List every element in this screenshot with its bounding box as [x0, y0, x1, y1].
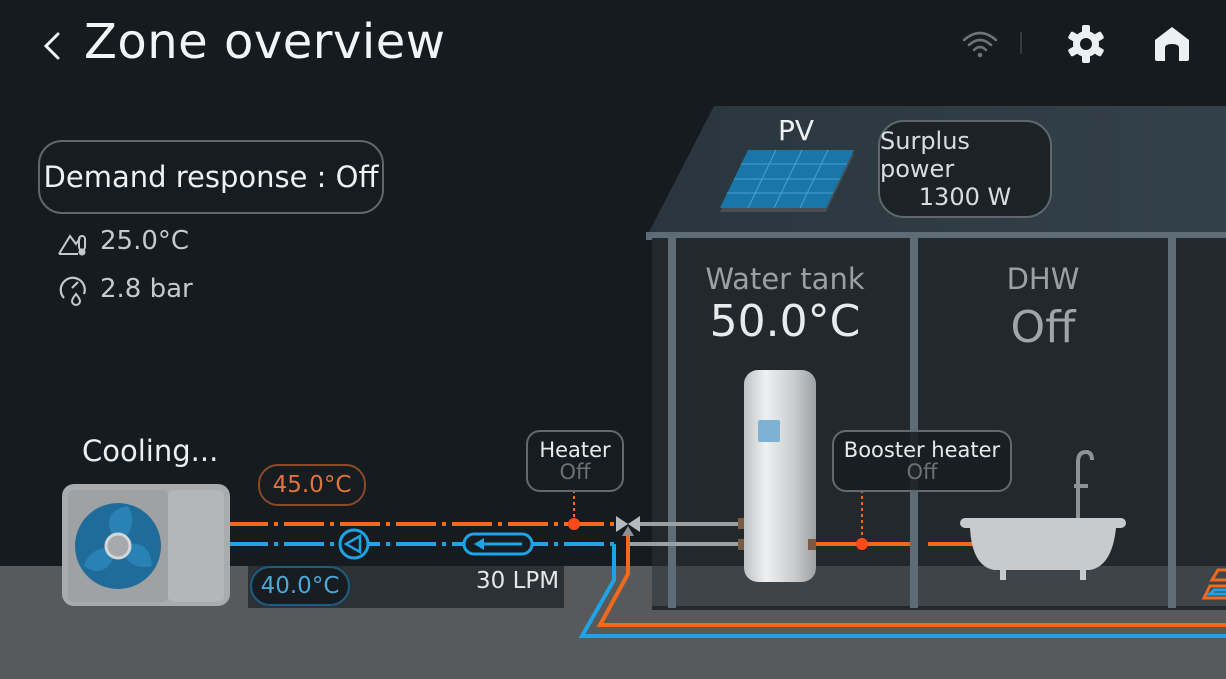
pump-icon	[338, 528, 370, 560]
demand-response-button[interactable]: Demand response : Off	[38, 140, 384, 214]
surplus-power-value: 1300 W	[918, 183, 1012, 211]
flow-rate: 30 LPM	[476, 568, 560, 594]
water-pressure-gauge-icon	[59, 276, 86, 306]
floor-return-pipe	[578, 544, 1226, 638]
booster-heater-status: Off	[906, 460, 938, 484]
return-temperature: 40.0°C	[260, 573, 340, 599]
heater-label: Heater	[539, 437, 611, 462]
booster-heater-node	[856, 538, 868, 550]
header-divider	[1020, 32, 1022, 54]
gear-icon	[1068, 25, 1104, 63]
water-tank-icon	[744, 370, 816, 582]
page-title: Zone overview	[84, 14, 446, 70]
heater-status: Off	[559, 460, 591, 484]
water-pressure-value: 2.8 bar	[100, 274, 193, 304]
dhw-zone[interactable]: DHW Off	[938, 262, 1148, 353]
house-wall	[910, 238, 918, 608]
back-button[interactable]	[38, 26, 66, 66]
return-temperature-pill: 40.0°C	[250, 566, 350, 606]
solar-panel-icon	[720, 149, 854, 212]
pv-label: PV	[778, 114, 815, 147]
dhw-label: DHW	[1006, 262, 1080, 296]
outdoor-thermometer-icon	[58, 234, 86, 256]
water-tank-zone[interactable]: Water tank 50.0°C	[680, 262, 890, 347]
outdoor-unit-status: Cooling...	[82, 434, 219, 468]
house-wall	[1168, 238, 1176, 608]
wifi-icon	[962, 31, 998, 58]
house-wall	[668, 238, 676, 608]
surplus-power-card[interactable]: Surplus power 1300 W	[878, 120, 1052, 218]
flow-direction-icon	[462, 532, 534, 556]
floor-supply-pipe	[596, 534, 1226, 627]
outdoor-temperature: 25.0°C	[56, 224, 189, 258]
settings-button[interactable]	[1064, 22, 1108, 66]
outdoor-unit-icon	[62, 484, 230, 606]
wifi-status[interactable]	[958, 22, 1002, 66]
outdoor-temperature-value: 25.0°C	[100, 226, 190, 256]
heater-node	[568, 518, 580, 530]
supply-temperature: 45.0°C	[272, 472, 352, 498]
three-way-valve-icon	[616, 516, 640, 536]
home-button[interactable]	[1150, 22, 1194, 66]
booster-heater-label: Booster heater	[843, 437, 1001, 462]
water-tank-temperature: 50.0°C	[709, 296, 861, 347]
water-pressure: 2.8 bar	[56, 272, 193, 306]
bathtub-icon	[960, 449, 1126, 580]
water-tank-label: Water tank	[705, 262, 865, 296]
demand-response-label: Demand response : Off	[43, 160, 379, 194]
heater-status-box[interactable]: Heater Off	[526, 430, 624, 492]
booster-heater-status-box[interactable]: Booster heater Off	[832, 430, 1012, 492]
supply-temperature-pill: 45.0°C	[258, 464, 366, 506]
surplus-power-title: Surplus power	[880, 127, 970, 183]
home-icon	[1155, 27, 1189, 61]
dhw-status: Off	[1010, 302, 1076, 353]
chevron-left-icon	[43, 32, 60, 60]
